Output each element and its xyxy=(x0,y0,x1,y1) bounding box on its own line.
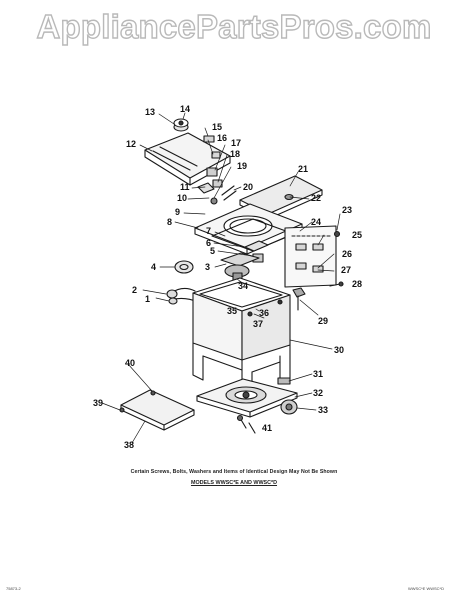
callout-8: 8 xyxy=(167,217,172,227)
callout-28: 28 xyxy=(352,279,362,289)
hose-assembly xyxy=(166,287,199,305)
callout-16: 16 xyxy=(217,133,227,143)
leader-lines xyxy=(101,112,344,444)
callout-31: 31 xyxy=(313,369,323,379)
front-foot xyxy=(277,377,291,385)
callout-21: 21 xyxy=(298,164,308,174)
callout-38: 38 xyxy=(124,440,134,450)
callout-18: 18 xyxy=(230,149,240,159)
callout-40: 40 xyxy=(125,358,135,368)
footer-code-left: 75873-2 xyxy=(6,586,21,591)
callout-37: 37 xyxy=(253,319,263,329)
callout-9: 9 xyxy=(175,207,180,217)
leveling-leg xyxy=(292,287,306,311)
watermark-logo: AppliancePartsPros.com xyxy=(36,7,432,45)
callout-15: 15 xyxy=(212,122,222,132)
callout-20: 20 xyxy=(243,182,253,192)
callout-4: 4 xyxy=(151,262,156,272)
callout-24: 24 xyxy=(311,217,321,227)
callout-10: 10 xyxy=(177,193,187,203)
pump-assembly xyxy=(220,252,260,284)
footer-code-right: WWSC*E WWSC*D xyxy=(408,586,444,591)
toe-panel xyxy=(119,389,195,431)
callout-11: 11 xyxy=(180,182,190,192)
callout-13: 13 xyxy=(145,107,155,117)
base-frame xyxy=(196,378,298,418)
console-panel xyxy=(144,132,231,186)
callout-36: 36 xyxy=(259,308,269,318)
callout-27: 27 xyxy=(341,265,351,275)
callout-23: 23 xyxy=(342,205,352,215)
models-caption: MODELS WWSC*E AND WWSC*D xyxy=(190,480,278,486)
hose-clamp xyxy=(174,260,194,274)
callout-6: 6 xyxy=(206,238,211,248)
callout-30: 30 xyxy=(334,345,344,355)
rear-panel xyxy=(284,225,341,288)
callout-39: 39 xyxy=(93,398,103,408)
callout-41: 41 xyxy=(262,423,272,433)
callout-35: 35 xyxy=(227,306,237,316)
callout-12: 12 xyxy=(126,139,136,149)
callout-33: 33 xyxy=(318,405,328,415)
callout-17: 17 xyxy=(231,138,241,148)
callout-5: 5 xyxy=(210,246,215,256)
caster-wheel xyxy=(280,399,298,415)
fastener-note: Certain Screws, Bolts, Washers and Items… xyxy=(130,469,338,475)
callout-32: 32 xyxy=(313,388,323,398)
callout-26: 26 xyxy=(342,249,352,259)
callout-14: 14 xyxy=(180,104,190,114)
callout-19: 19 xyxy=(237,161,247,171)
callout-2: 2 xyxy=(132,285,137,295)
console-hardware xyxy=(197,135,237,205)
callout-29: 29 xyxy=(318,316,328,326)
control-knob xyxy=(173,118,189,132)
cabinet xyxy=(192,277,291,396)
callout-22: 22 xyxy=(311,193,321,203)
callout-34: 34 xyxy=(238,281,248,291)
callout-1: 1 xyxy=(145,294,150,304)
callout-3: 3 xyxy=(205,262,210,272)
callout-25: 25 xyxy=(352,230,362,240)
callout-7: 7 xyxy=(206,226,211,236)
screw-41 xyxy=(236,414,256,434)
